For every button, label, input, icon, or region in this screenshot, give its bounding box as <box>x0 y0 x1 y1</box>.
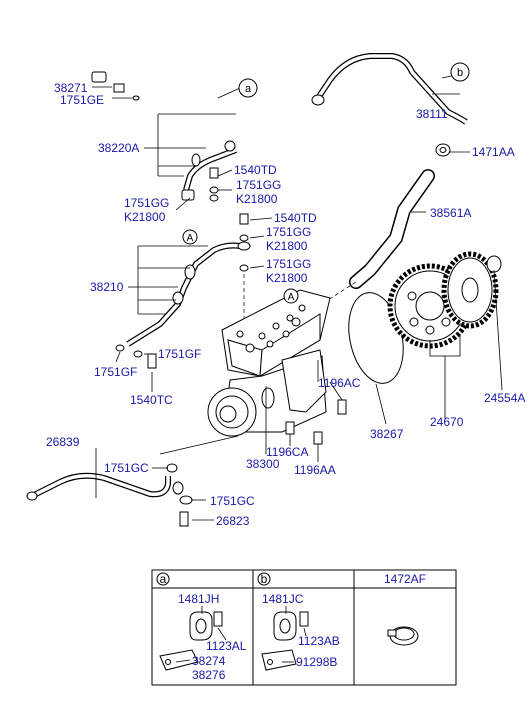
label-38271: 38271 <box>54 81 88 95</box>
clamp-1471aa <box>435 143 451 157</box>
gear-24670-second <box>441 251 499 329</box>
label-1751gg-3: 1751GG <box>266 225 311 239</box>
label-1540tc: 1540TC <box>130 393 173 407</box>
callout-a-center-text: A <box>288 292 295 303</box>
legend-header-a: a <box>160 572 167 586</box>
legend-1123al: 1123AL <box>206 639 247 653</box>
callout-a-left <box>182 229 198 245</box>
label-1751gg-4: 1751GG <box>266 257 311 271</box>
legend-header-1472af: 1472AF <box>384 572 426 586</box>
callout-a-center <box>283 288 299 304</box>
label-38267: 38267 <box>370 427 404 441</box>
label-1751gg-1: 1751GG <box>236 178 281 192</box>
pipe-38210 <box>115 241 251 369</box>
label-1196aa: 1196AA <box>294 463 336 477</box>
nut-24554a <box>486 255 502 273</box>
label-1751ge: 1751GE <box>60 93 104 107</box>
label-24670: 24670 <box>430 415 464 429</box>
label-1751gc-1: 1751GC <box>104 461 149 475</box>
label-38111: 38111 <box>416 107 448 121</box>
legend-a-parts <box>159 606 227 671</box>
label-1196ca: 1196CA <box>266 445 308 459</box>
label-38561a: 38561A <box>430 206 471 220</box>
legend-91298b: 91298B <box>296 655 337 669</box>
label-26839: 26839 <box>46 435 80 449</box>
legend-table: a b 1472AF 1481JH 1123AL 38274 38276 <box>151 569 457 686</box>
label-k21800-1: K21800 <box>236 192 278 206</box>
legend-1123ab: 1123AB <box>298 634 340 648</box>
legend-b-parts <box>261 606 309 671</box>
label-k21800-4: K21800 <box>266 271 308 285</box>
callout-b-text: b <box>457 67 463 79</box>
legend-38274: 38274 <box>192 654 226 668</box>
legend-clamp-1472af <box>387 626 419 646</box>
legend-38276: 38276 <box>192 668 226 682</box>
label-1751gf-2: 1751GF <box>94 365 137 379</box>
pipe-38111 <box>311 53 468 125</box>
label-1540td-2: 1540TD <box>274 211 317 225</box>
part-labels: 38271 1751GE 38220A 1540TD 1751GG K21800… <box>46 81 525 528</box>
label-1471aa: 1471AA <box>472 145 515 159</box>
label-1540td-1: 1540TD <box>234 163 277 177</box>
label-38220a: 38220A <box>98 141 139 155</box>
callout-bubble-a: a <box>238 78 258 98</box>
pipe-26839 <box>26 463 193 527</box>
label-k21800-2: K21800 <box>124 210 166 224</box>
callout-a-text: a <box>245 83 252 95</box>
label-1751gf-1: 1751GF <box>158 347 201 361</box>
label-1751gc-2: 1751GC <box>210 494 255 508</box>
label-26823: 26823 <box>216 514 250 528</box>
pipe-38220a <box>91 42 240 201</box>
hose-38561a <box>299 169 435 319</box>
label-k21800-3: K21800 <box>266 239 308 253</box>
label-1751gg-2: 1751GG <box>124 196 169 210</box>
callout-a-left-text: A <box>187 233 194 244</box>
label-38300: 38300 <box>246 457 280 471</box>
label-24554a: 24554A <box>484 391 525 405</box>
leader-lines <box>92 73 503 521</box>
compressor-38300 <box>159 289 331 455</box>
label-38210: 38210 <box>90 280 124 294</box>
callout-bubble-b: b <box>450 62 470 82</box>
label-1196ac: 1196AC <box>318 376 361 390</box>
legend-1481jc: 1481JC <box>262 592 304 606</box>
legend-header-b: b <box>261 572 268 586</box>
legend-1481jh: 1481JH <box>178 592 219 606</box>
bolts-1540td <box>209 167 249 350</box>
